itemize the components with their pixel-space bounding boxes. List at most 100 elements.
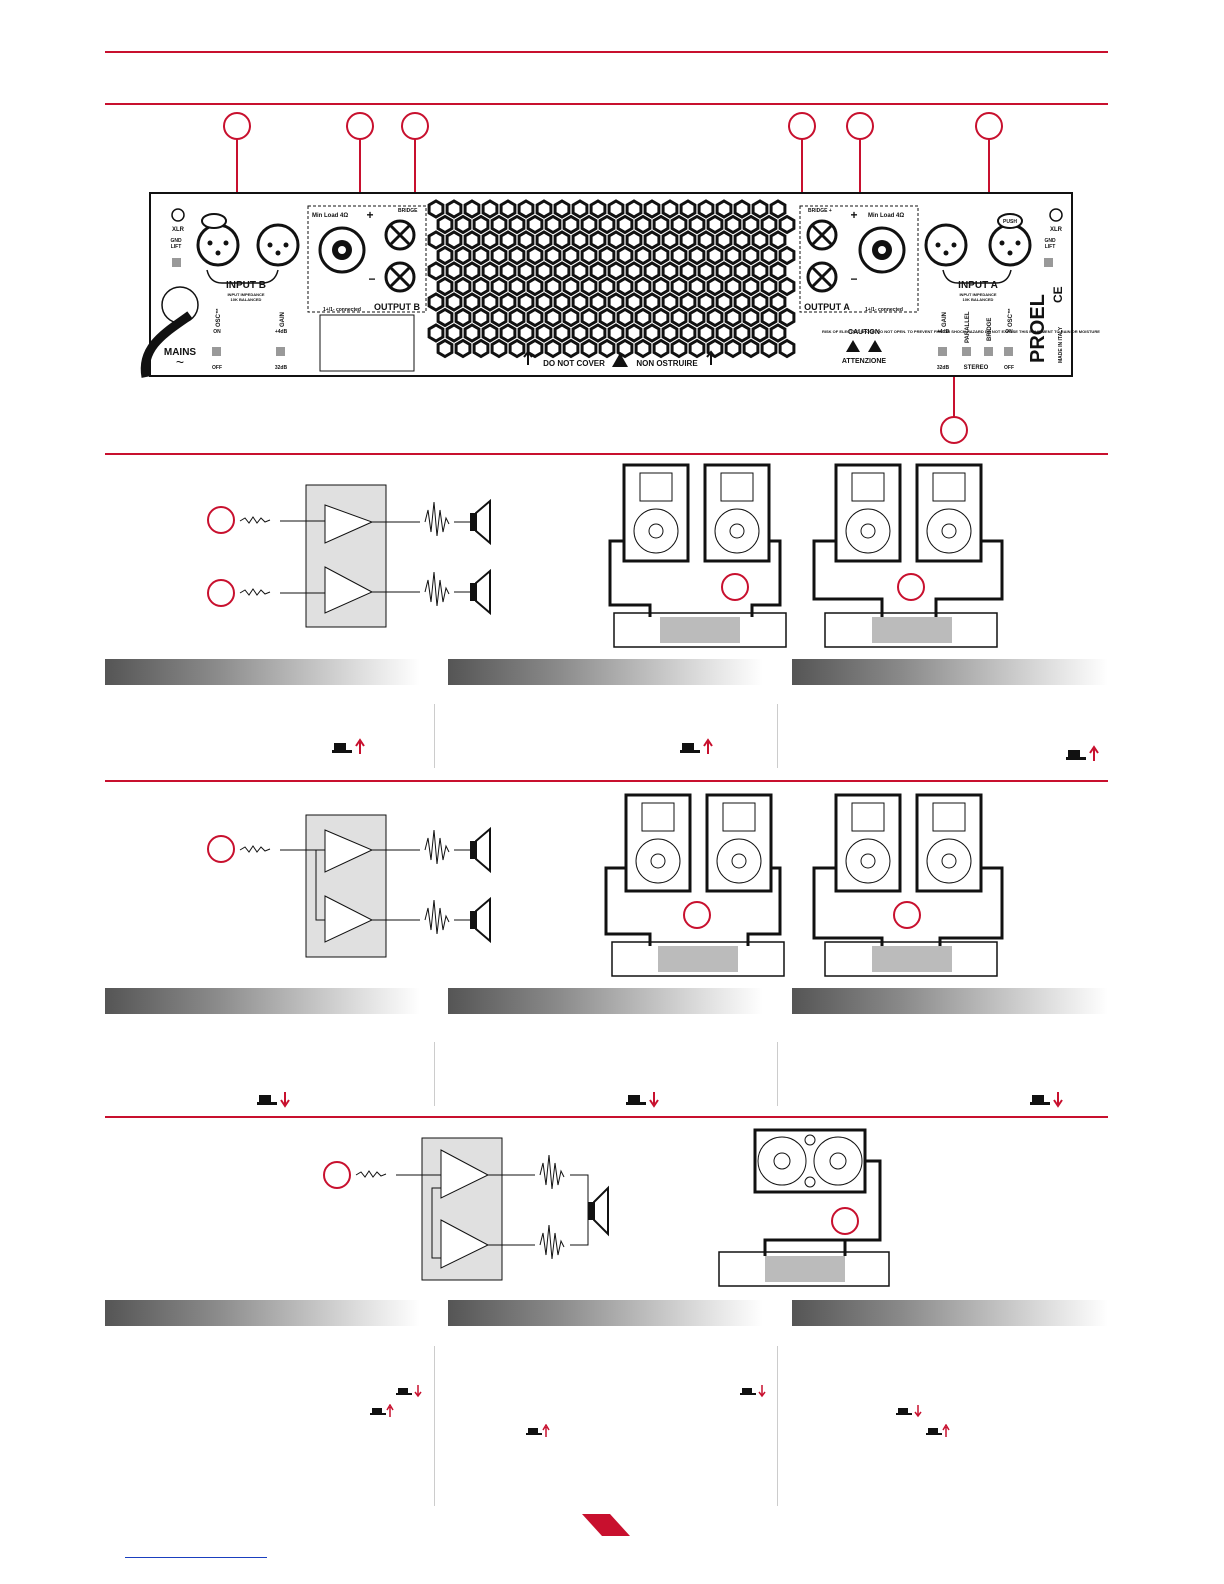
vent-hole [625,292,643,312]
vent-hole [643,292,661,312]
vent-hole [715,199,733,219]
vent-hole [490,245,508,266]
vent-hole [517,323,535,343]
vent-hole [652,245,670,266]
vent-hole [526,307,544,328]
vent-hole [490,338,508,359]
vent-hole [562,338,580,359]
svg-text:OSC™: OSC™ [1007,308,1014,327]
callout-rig-2 [897,573,925,601]
vent-hole [706,276,724,297]
mains-label: MAINS [164,347,197,358]
vent-hole [526,214,544,235]
section-rule-4 [105,1116,1108,1118]
vent-hole [553,261,571,281]
vent-hole [553,292,571,312]
vent-hole [670,214,688,235]
svg-text:ON: ON [213,329,221,335]
vent-hole [436,338,454,359]
vent-hole [562,276,580,297]
vent-hole [481,199,499,219]
vent-hole [715,292,733,312]
vent-hole [697,323,715,343]
svg-text:+4dB: +4dB [275,329,288,335]
vent-hole [445,261,463,281]
vent-hole [706,245,724,266]
vent-hole [688,245,706,266]
vent-hole [562,214,580,235]
vent-hole [445,323,463,343]
vent-hole [715,323,733,343]
vent-hole [733,230,751,250]
vent-hole [427,230,445,250]
switch-down-icon [396,1385,422,1398]
vent-hole [724,276,742,297]
vent-hole [490,276,508,297]
vent-hole [769,230,787,250]
vent-hole [652,307,670,328]
vent-hole [742,307,760,328]
parallel-diagram [207,793,1004,977]
callout-output-a-speakon [846,112,874,140]
vent-hole [472,276,490,297]
svg-text:ATTENZIONE: ATTENZIONE [842,358,887,365]
switch-down-icon [1030,1092,1063,1108]
vent-hole [679,261,697,281]
vent-hole [688,276,706,297]
svg-text:GAIN: GAIN [942,312,948,327]
vent-hole [652,214,670,235]
callout-input-1 [207,506,235,534]
vent-hole [598,214,616,235]
svg-text:XLR: XLR [172,227,185,233]
rear-panel-diagram: INPUT B INPUT IMPEDANCE 10K BALANCED XLR… [140,112,1100,444]
vent-hole [742,338,760,359]
vent-hole [499,323,517,343]
vent-hole [580,338,598,359]
vent-hole [607,292,625,312]
vent-hole [616,245,634,266]
vent-hole [688,307,706,328]
svg-text:1+/1- connected: 1+/1- connected [323,307,361,313]
vent-hole [733,261,751,281]
vent-hole [571,199,589,219]
svg-text:PARALLEL: PARALLEL [965,311,971,343]
vent-hole [724,245,742,266]
vent-hole [544,307,562,328]
vent-hole [679,323,697,343]
vent-hole [625,230,643,250]
vent-hole [589,230,607,250]
vent-hole [724,307,742,328]
svg-text:+4dB: +4dB [937,329,950,335]
vent-hole [517,199,535,219]
svg-text:OSC™: OSC™ [215,308,222,327]
vent-hole [454,338,472,359]
vent-hole [661,230,679,250]
vent-hole [436,276,454,297]
vent-hole [481,261,499,281]
vent-hole [661,261,679,281]
vent-hole [670,245,688,266]
svg-text:INPUT IMPEDANCE: INPUT IMPEDANCE [227,292,264,297]
svg-text:10K BALANCED: 10K BALANCED [963,297,994,302]
vent-hole [571,323,589,343]
vent-hole [490,214,508,235]
svg-text:Min Load 4Ω: Min Load 4Ω [312,213,348,219]
vent-hole [760,338,778,359]
vent-hole [508,276,526,297]
vent-hole [697,199,715,219]
vent-hole [517,261,535,281]
vent-hole [778,245,796,266]
vent-hole [778,307,796,328]
svg-text:MADE IN ITALY: MADE IN ITALY [1058,326,1064,363]
vent-hole [670,338,688,359]
svg-text:LIFT: LIFT [171,244,182,250]
vent-hole [571,292,589,312]
switch-up-icon [680,738,713,754]
vent-hole [508,245,526,266]
footer-link-underline[interactable] [125,1557,267,1558]
vent-hole [562,245,580,266]
vent-hole [589,261,607,281]
vent-hole [526,276,544,297]
svg-text:LIFT: LIFT [1045,244,1056,250]
vent-hole [580,245,598,266]
